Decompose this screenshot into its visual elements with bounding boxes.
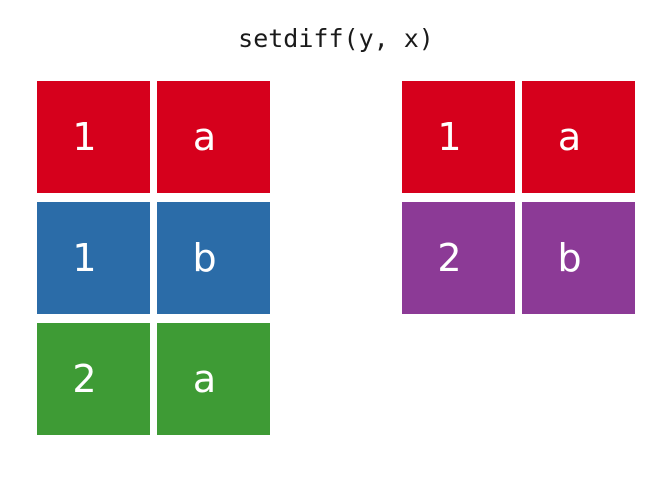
cell-value: b [192, 236, 217, 280]
cell-value: a [192, 357, 217, 401]
cell-value: a [192, 115, 217, 159]
cell-value: 1 [437, 115, 462, 159]
cell-value: 2 [437, 236, 462, 280]
table-cell: a [522, 81, 635, 193]
table-cell: a [157, 81, 270, 193]
table-cell: 2 [402, 202, 515, 314]
table-cell: 2 [37, 323, 150, 435]
cell-value: a [557, 115, 582, 159]
cell-value: 1 [72, 236, 97, 280]
table-cell: a [157, 323, 270, 435]
table-cell: b [157, 202, 270, 314]
table-cell: 1 [402, 81, 515, 193]
cell-value: 2 [72, 357, 97, 401]
page-title: setdiff(y, x) [238, 24, 434, 53]
cell-value: b [557, 236, 582, 280]
table-cell: 1 [37, 202, 150, 314]
table-cell: 1 [37, 81, 150, 193]
table-cell: b [522, 202, 635, 314]
cell-value: 1 [72, 115, 97, 159]
